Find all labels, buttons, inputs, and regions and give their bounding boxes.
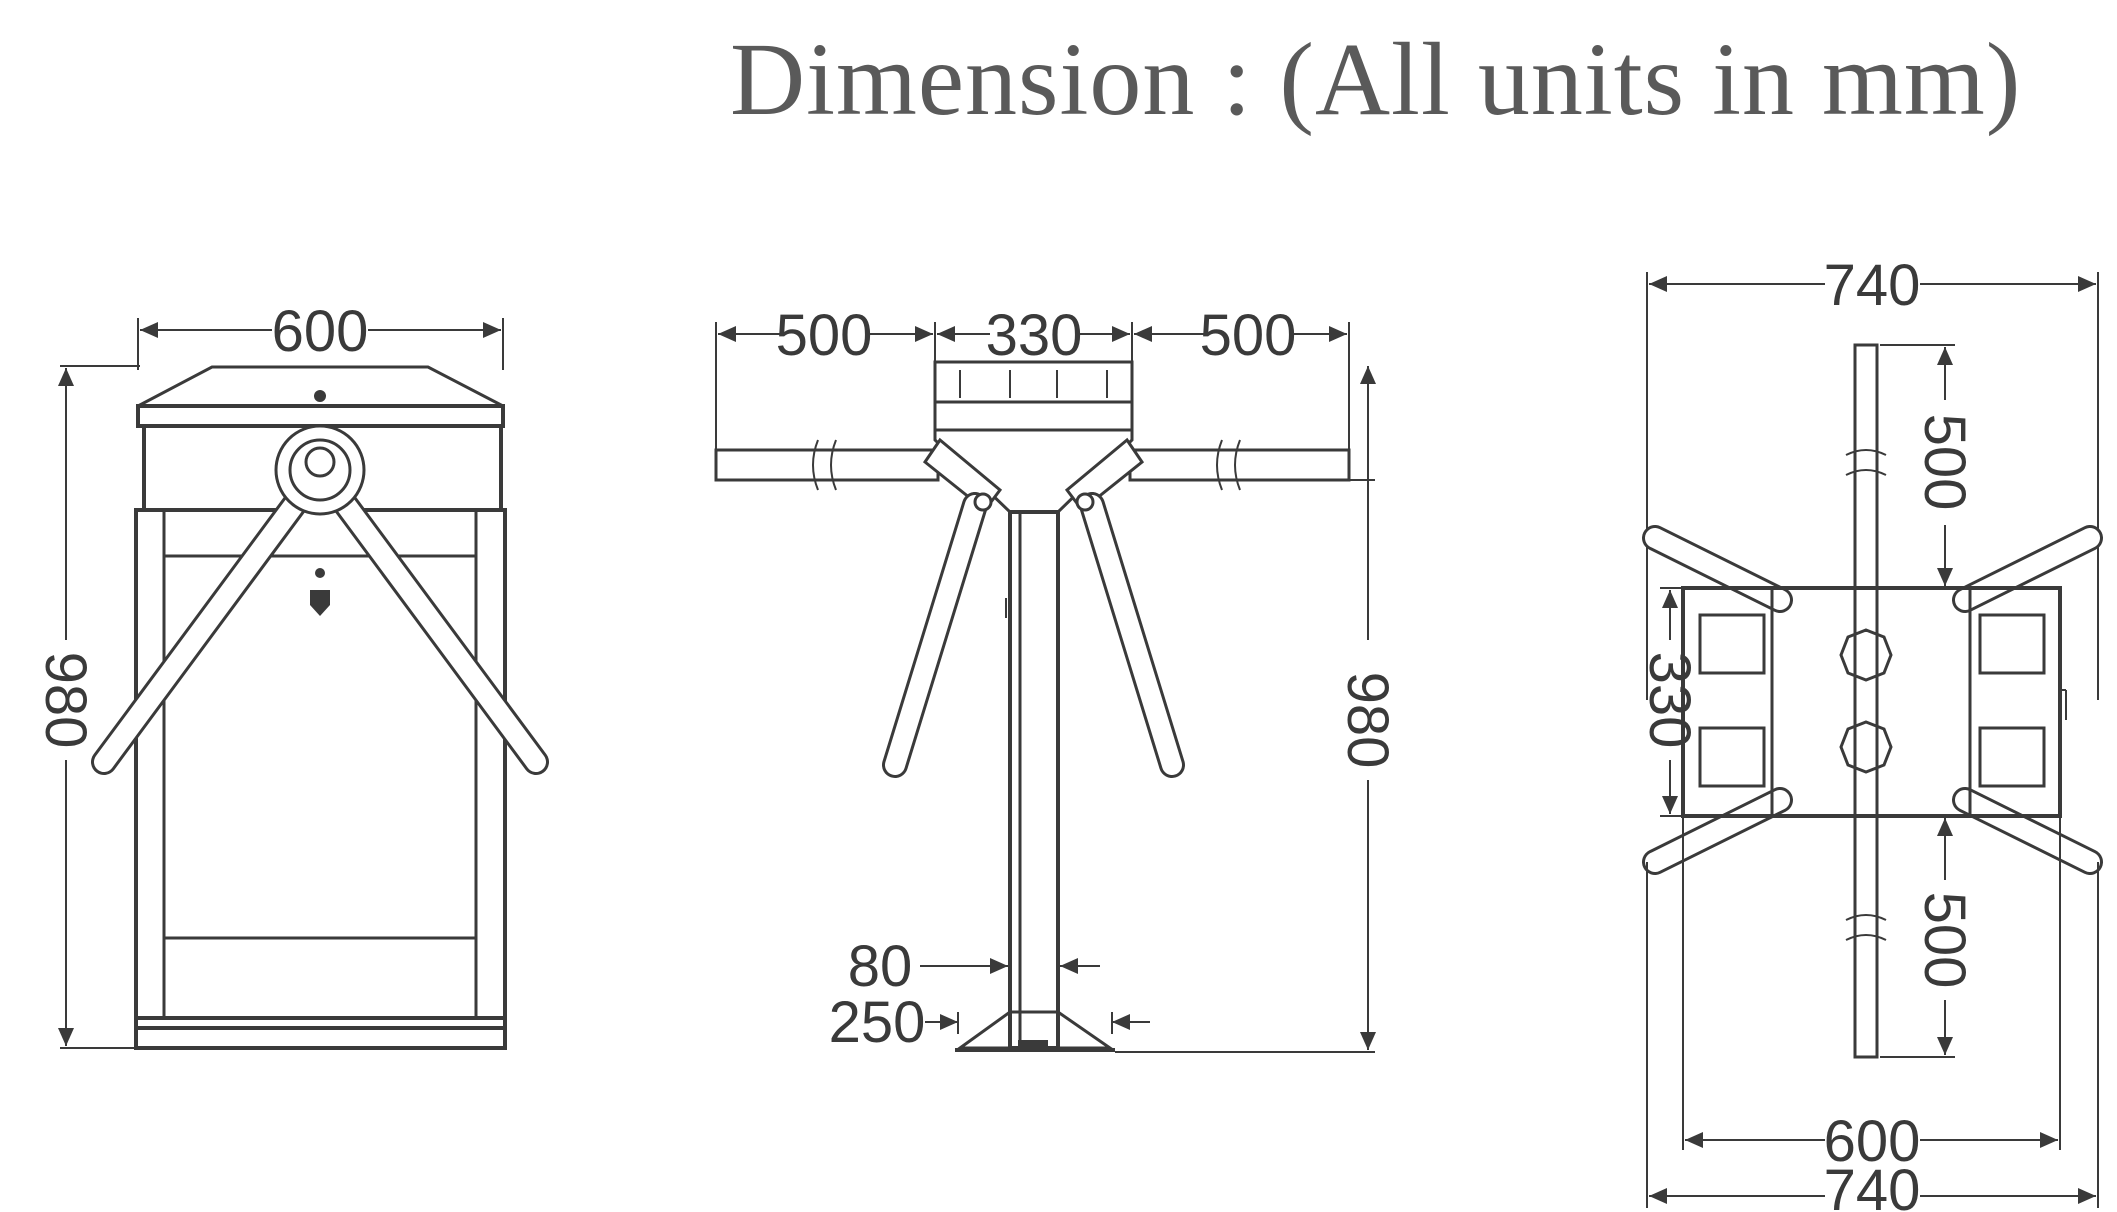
side-post-dimension: 80 [848,934,913,999]
top-view: 740 500 500 [1637,253,2103,1212]
side-height-dimension: 980 [1335,672,1400,769]
top-body-width-dimension: 600 [1824,1109,1921,1174]
side-arm-left-dimension: 500 [776,303,873,368]
top-arm-top-dimension: 500 [1912,414,1977,511]
top-overall-width-dimension: 740 [1824,253,1921,318]
page-title: Dimension : (All units in mm) [730,22,2022,137]
front-view: 600 980 [33,299,549,1050]
front-height-dimension: 980 [33,652,98,749]
side-head-dimension: 330 [986,303,1083,368]
top-overall-width-bottom-dimension: 740 [1824,1158,1921,1212]
side-base-dimension: 250 [829,990,926,1055]
top-depth-dimension: 330 [1637,652,1702,749]
side-arm-right-dimension: 500 [1200,303,1297,368]
top-arm-bottom-dimension: 500 [1912,892,1977,989]
side-view: 500 330 500 8 [714,303,1400,1055]
front-width-dimension: 600 [272,299,369,364]
